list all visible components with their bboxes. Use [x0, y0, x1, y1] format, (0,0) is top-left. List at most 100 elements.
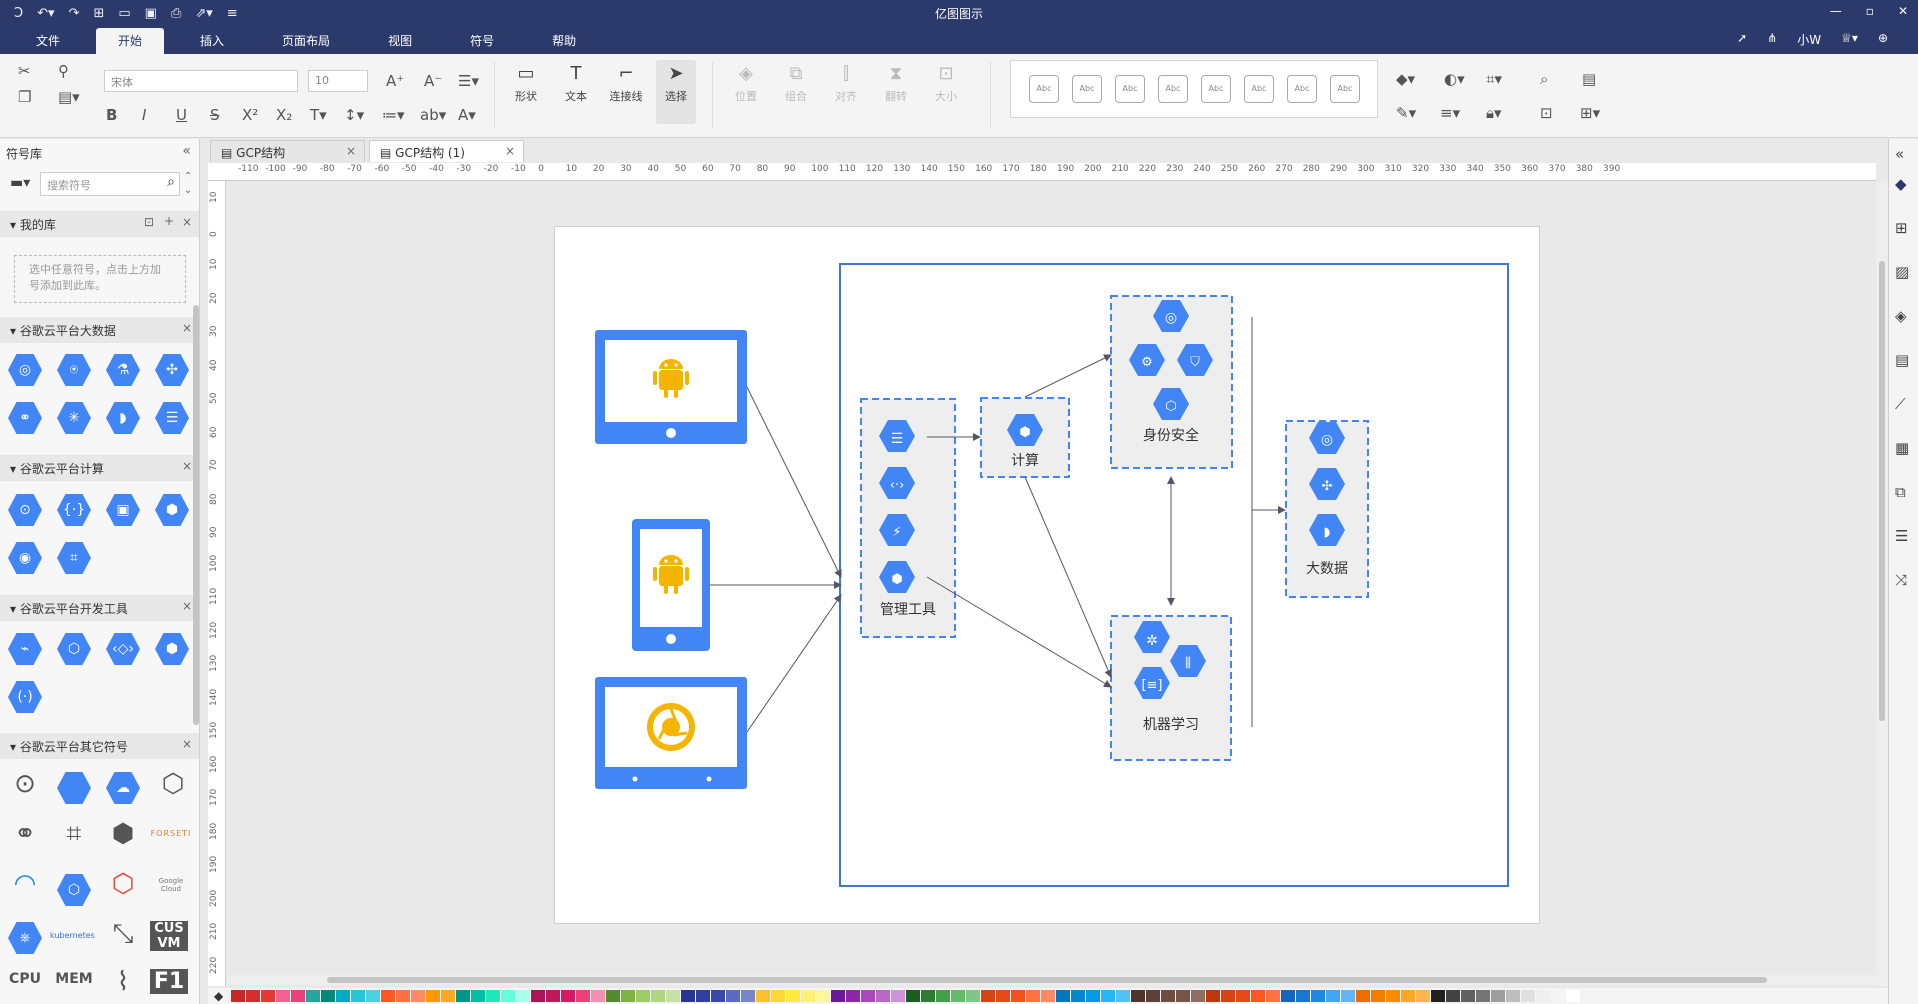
cluster-icon[interactable]: ✳ — [57, 402, 91, 434]
underline-icon[interactable]: U — [176, 106, 187, 124]
size-button[interactable]: ⊡ 大小 — [926, 60, 966, 104]
color-swatch[interactable] — [546, 990, 561, 1002]
color-swatch[interactable] — [1056, 990, 1071, 1002]
dataproc-icon[interactable]: ⚭ — [8, 402, 42, 434]
color-swatch[interactable] — [1206, 990, 1221, 1002]
strikethrough-icon[interactable]: S — [210, 106, 220, 124]
genomics-icon[interactable]: ☰ — [155, 402, 189, 434]
key-management-hex-icon[interactable]: ⚙ — [1129, 344, 1165, 376]
color-swatch[interactable] — [396, 990, 411, 1002]
style-swatch[interactable]: Abc — [1029, 75, 1059, 103]
menu-file[interactable]: 文件 — [36, 34, 61, 48]
text-case-icon[interactable]: ab▾ — [420, 106, 447, 124]
color-swatch[interactable] — [1041, 990, 1056, 1002]
search-icon[interactable]: ⌕ — [1540, 70, 1549, 88]
color-swatch[interactable] — [1266, 990, 1281, 1002]
mem-symbol-icon[interactable]: MEM — [55, 971, 93, 987]
source-repo-icon[interactable]: (·) — [8, 681, 42, 713]
identity-hex-icon[interactable]: ◎ — [1153, 300, 1189, 332]
color-swatch[interactable] — [1521, 990, 1536, 1002]
format-icon[interactable]: ☰ — [1895, 527, 1909, 545]
color-swatch[interactable] — [996, 990, 1011, 1002]
font-size-select[interactable]: 10 — [308, 70, 368, 92]
tablet-android-device[interactable] — [595, 330, 747, 444]
library-menu-icon[interactable]: ▬▾ — [10, 175, 31, 191]
fill-bucket-icon[interactable]: ◆ — [1895, 175, 1907, 193]
color-swatch[interactable] — [1161, 990, 1176, 1002]
pubsub-hex-icon[interactable]: ✣ — [1309, 468, 1345, 500]
import-icon[interactable]: ⊡ — [143, 215, 154, 229]
section-gcp-big-data[interactable]: ▾ 谷歌云平台大数据 × — [0, 317, 199, 343]
color-swatch[interactable] — [231, 990, 246, 1002]
tools-hex-icon[interactable]: ⬡ — [57, 633, 91, 665]
tab-gcp-structure-1[interactable]: ▤ GCP结构 (1) × — [369, 140, 524, 162]
color-swatch[interactable] — [1026, 990, 1041, 1002]
fill-tool-icon[interactable]: ◆ — [214, 989, 224, 1003]
phone-android-device[interactable] — [632, 519, 710, 651]
style-swatch[interactable]: Abc — [1072, 75, 1102, 103]
bigquery-icon[interactable]: ◎ — [8, 354, 42, 386]
color-swatch[interactable] — [321, 990, 336, 1002]
color-swatch[interactable] — [1176, 990, 1191, 1002]
decrease-font-icon[interactable]: A⁻ — [424, 72, 443, 90]
cpu-symbol-icon[interactable]: CPU — [9, 971, 41, 987]
export-icon[interactable]: ⇗▾ — [195, 6, 213, 21]
color-swatch[interactable] — [681, 990, 696, 1002]
color-swatch[interactable] — [921, 990, 936, 1002]
color-swatch[interactable] — [801, 990, 816, 1002]
maximize-button[interactable]: ▫ — [1865, 4, 1874, 18]
close-tab-icon[interactable]: × — [504, 144, 515, 158]
color-swatch[interactable] — [711, 990, 726, 1002]
vertical-scroll-thumb[interactable] — [1879, 261, 1885, 721]
color-swatch[interactable] — [1476, 990, 1491, 1002]
plain-hex-icon[interactable] — [57, 772, 91, 804]
color-swatch[interactable] — [846, 990, 861, 1002]
color-swatch[interactable] — [831, 990, 846, 1002]
color-swatch[interactable] — [1071, 990, 1086, 1002]
search-icon[interactable]: ⌕ — [167, 174, 175, 190]
collapse-panel-icon[interactable]: « — [182, 143, 191, 159]
close-section-icon[interactable]: × — [181, 321, 192, 335]
color-swatch[interactable] — [1221, 990, 1236, 1002]
color-swatch[interactable] — [966, 990, 981, 1002]
color-swatch[interactable] — [501, 990, 516, 1002]
crop-icon[interactable]: ⌗▾ — [1486, 70, 1502, 88]
line-spacing-icon[interactable]: ↕▾ — [344, 106, 365, 124]
close-section-icon[interactable]: × — [181, 599, 192, 613]
color-swatch[interactable] — [936, 990, 951, 1002]
color-swatch[interactable] — [531, 990, 546, 1002]
color-swatch[interactable] — [726, 990, 741, 1002]
color-swatch[interactable] — [606, 990, 621, 1002]
connector-line[interactable] — [1024, 354, 1112, 398]
color-swatch[interactable] — [1086, 990, 1101, 1002]
menu-home[interactable]: 开始 — [96, 28, 165, 54]
color-swatch[interactable] — [456, 990, 471, 1002]
color-swatch[interactable] — [381, 990, 396, 1002]
kubernetes-text-logo[interactable]: kubernetes — [50, 931, 95, 940]
bold-icon[interactable]: B — [106, 106, 118, 124]
color-swatch[interactable] — [246, 990, 261, 1002]
gpu-icon[interactable]: ▣ — [106, 494, 140, 526]
container-engine-icon[interactable]: ⬢ — [155, 494, 189, 526]
text-style-icon[interactable]: T▾ — [310, 106, 327, 124]
color-swatch[interactable] — [276, 990, 291, 1002]
color-swatch[interactable] — [261, 990, 276, 1002]
color-swatch[interactable] — [756, 990, 771, 1002]
color-swatch[interactable] — [621, 990, 636, 1002]
color-swatch[interactable] — [1341, 990, 1356, 1002]
datastudio-icon[interactable]: ◗ — [106, 402, 140, 434]
stackdriver-hex-icon[interactable]: ☰ — [879, 420, 915, 452]
add-icon[interactable]: + — [163, 214, 174, 228]
text-button[interactable]: T 文本 — [556, 60, 596, 104]
connector-line[interactable] — [926, 576, 1112, 688]
color-swatch[interactable] — [1236, 990, 1251, 1002]
copy-icon[interactable]: ❐ — [18, 88, 32, 106]
color-swatch[interactable] — [1566, 990, 1581, 1002]
close-button[interactable]: ✕ — [1897, 4, 1908, 18]
superscript-icon[interactable]: X² — [242, 106, 259, 124]
color-swatch[interactable] — [816, 990, 831, 1002]
drawing-page[interactable]: ☰ ‹·› ⚡ ⬢ 管理工具 ⬢ 计算 ◎ ⚙ ⛉ ⬡ 身份安全 ✲ ⫼ [≡]… — [554, 226, 1540, 924]
crown-icon[interactable]: ♕▾ — [1841, 31, 1858, 45]
connector-line[interactable] — [746, 594, 842, 733]
color-swatch[interactable] — [1311, 990, 1326, 1002]
